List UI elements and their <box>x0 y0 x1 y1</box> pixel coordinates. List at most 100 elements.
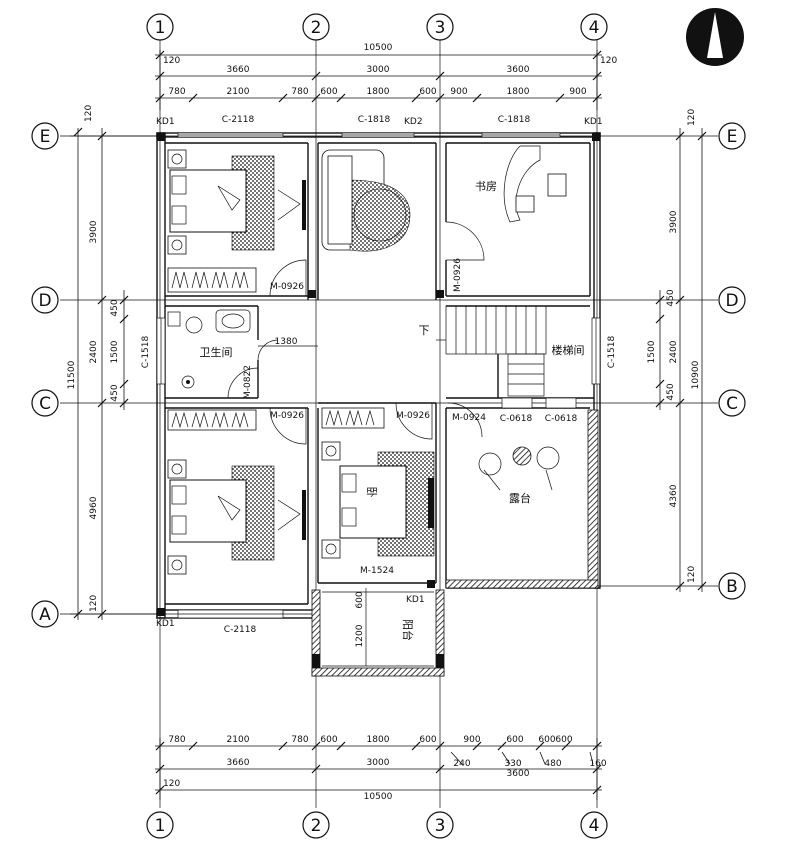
svg-text:480: 480 <box>544 759 561 769</box>
svg-text:3900: 3900 <box>89 220 99 243</box>
svg-text:120: 120 <box>600 56 617 66</box>
svg-text:600: 600 <box>320 87 337 97</box>
svg-text:C-1518: C-1518 <box>607 336 617 369</box>
svg-text:3: 3 <box>435 816 446 836</box>
svg-text:1: 1 <box>155 18 166 38</box>
svg-text:450: 450 <box>110 299 120 316</box>
svg-text:780: 780 <box>168 87 185 97</box>
staircase <box>436 305 547 397</box>
svg-text:1800: 1800 <box>367 735 390 745</box>
svg-text:3660: 3660 <box>227 758 250 768</box>
svg-text:KD1: KD1 <box>156 619 175 629</box>
axis-bubble-C-left: C <box>31 389 59 417</box>
svg-text:3600: 3600 <box>507 769 530 779</box>
svg-text:120: 120 <box>687 109 697 126</box>
svg-text:450: 450 <box>110 384 120 401</box>
svg-text:M-0926: M-0926 <box>453 258 463 292</box>
svg-text:3900: 3900 <box>669 210 679 233</box>
svg-text:KD1: KD1 <box>584 117 603 127</box>
svg-text:1200: 1200 <box>355 624 365 647</box>
window-terrace-2 <box>545 397 577 409</box>
grid-lines <box>60 40 718 808</box>
windows <box>156 132 601 619</box>
axis-bubble-E-right: E <box>718 122 746 150</box>
svg-text:450: 450 <box>666 383 676 400</box>
svg-text:2100: 2100 <box>227 87 250 97</box>
axis-bubble-4-top: 4 <box>580 13 608 41</box>
svg-text:600: 600 <box>419 735 436 745</box>
svg-text:450: 450 <box>666 289 676 306</box>
room-study: 书房 <box>475 180 497 193</box>
svg-text:C-0618: C-0618 <box>500 414 533 424</box>
svg-text:3600: 3600 <box>507 65 530 75</box>
room-terrace: 露台 <box>509 491 531 505</box>
window-bottom-left <box>177 609 284 619</box>
svg-text:900: 900 <box>463 735 480 745</box>
dims-top <box>155 50 602 110</box>
svg-text:B: B <box>726 577 738 597</box>
svg-text:M-0822: M-0822 <box>243 365 253 399</box>
svg-text:600: 600 <box>320 735 337 745</box>
svg-text:1800: 1800 <box>367 87 390 97</box>
svg-text:M-0926: M-0926 <box>270 411 304 421</box>
svg-text:600: 600 <box>555 735 572 745</box>
svg-text:120: 120 <box>84 105 94 122</box>
svg-text:M-0924: M-0924 <box>452 413 486 423</box>
svg-text:A: A <box>39 605 51 625</box>
svg-text:780: 780 <box>291 87 308 97</box>
svg-text:M-0926: M-0926 <box>270 282 304 292</box>
window-left-bath <box>156 317 166 385</box>
svg-text:120: 120 <box>687 566 697 583</box>
svg-text:160: 160 <box>589 759 606 769</box>
axis-bubble-D-right: D <box>718 286 746 314</box>
misc-dims: 1380 600 1200 <box>258 337 367 666</box>
svg-text:780: 780 <box>168 735 185 745</box>
svg-text:10900: 10900 <box>691 360 701 389</box>
window-labels: C-2118 C-1818 C-1818 C-1518 C-1518 C-061… <box>141 115 617 635</box>
bedroom-mark: 卧 <box>365 487 378 498</box>
svg-text:KD1: KD1 <box>156 117 175 127</box>
svg-text:2: 2 <box>311 18 322 38</box>
room-balcony: 阳台 <box>401 619 415 641</box>
svg-text:C-1518: C-1518 <box>141 336 151 369</box>
svg-text:10500: 10500 <box>364 43 393 53</box>
svg-text:3000: 3000 <box>367 65 390 75</box>
svg-text:900: 900 <box>569 87 586 97</box>
svg-text:KD2: KD2 <box>404 117 423 127</box>
svg-text:1500: 1500 <box>110 340 120 363</box>
axis-bubble-C-right: C <box>718 389 746 417</box>
svg-text:4960: 4960 <box>89 496 99 519</box>
room-stair: 楼梯间 <box>552 343 585 357</box>
svg-text:120: 120 <box>163 779 180 789</box>
svg-text:600: 600 <box>506 735 523 745</box>
axis-bubble-4-bottom: 4 <box>580 811 608 839</box>
svg-text:E: E <box>727 127 738 147</box>
dims-bottom <box>155 738 602 800</box>
svg-text:KD1: KD1 <box>406 595 425 605</box>
dims-bottom-text: 780 2100 780 600 1800 600 900 600 600 60… <box>163 735 607 802</box>
axis-bubble-2-top: 2 <box>302 13 330 41</box>
dims-left <box>70 127 160 620</box>
svg-text:C-1818: C-1818 <box>358 115 391 125</box>
axis-bubble-E-left: E <box>31 122 59 150</box>
window-terrace-1 <box>501 397 533 409</box>
svg-text:2: 2 <box>311 816 322 836</box>
svg-text:E: E <box>40 127 51 147</box>
axis-bubble-1-top: 1 <box>146 13 174 41</box>
window-top-left <box>177 132 284 138</box>
axis-bubble-1-bottom: 1 <box>146 811 174 839</box>
svg-text:C-2118: C-2118 <box>222 115 255 125</box>
axis-bubble-B-right: B <box>718 572 746 600</box>
svg-text:2100: 2100 <box>227 735 250 745</box>
svg-text:600: 600 <box>538 735 555 745</box>
svg-text:4360: 4360 <box>669 484 679 507</box>
room-bath: 卫生间 <box>200 345 233 359</box>
svg-text:4: 4 <box>589 18 600 38</box>
svg-text:3660: 3660 <box>227 65 250 75</box>
svg-text:C-0618: C-0618 <box>545 414 578 424</box>
axis-bubble-A-left: A <box>31 600 59 628</box>
axis-bubble-D-left: D <box>31 286 59 314</box>
dims-right-text: 120 3900 2400 4360 10900 120 450 1500 45… <box>647 109 701 583</box>
window-right-stair <box>591 317 601 385</box>
window-top-mid <box>341 132 415 138</box>
